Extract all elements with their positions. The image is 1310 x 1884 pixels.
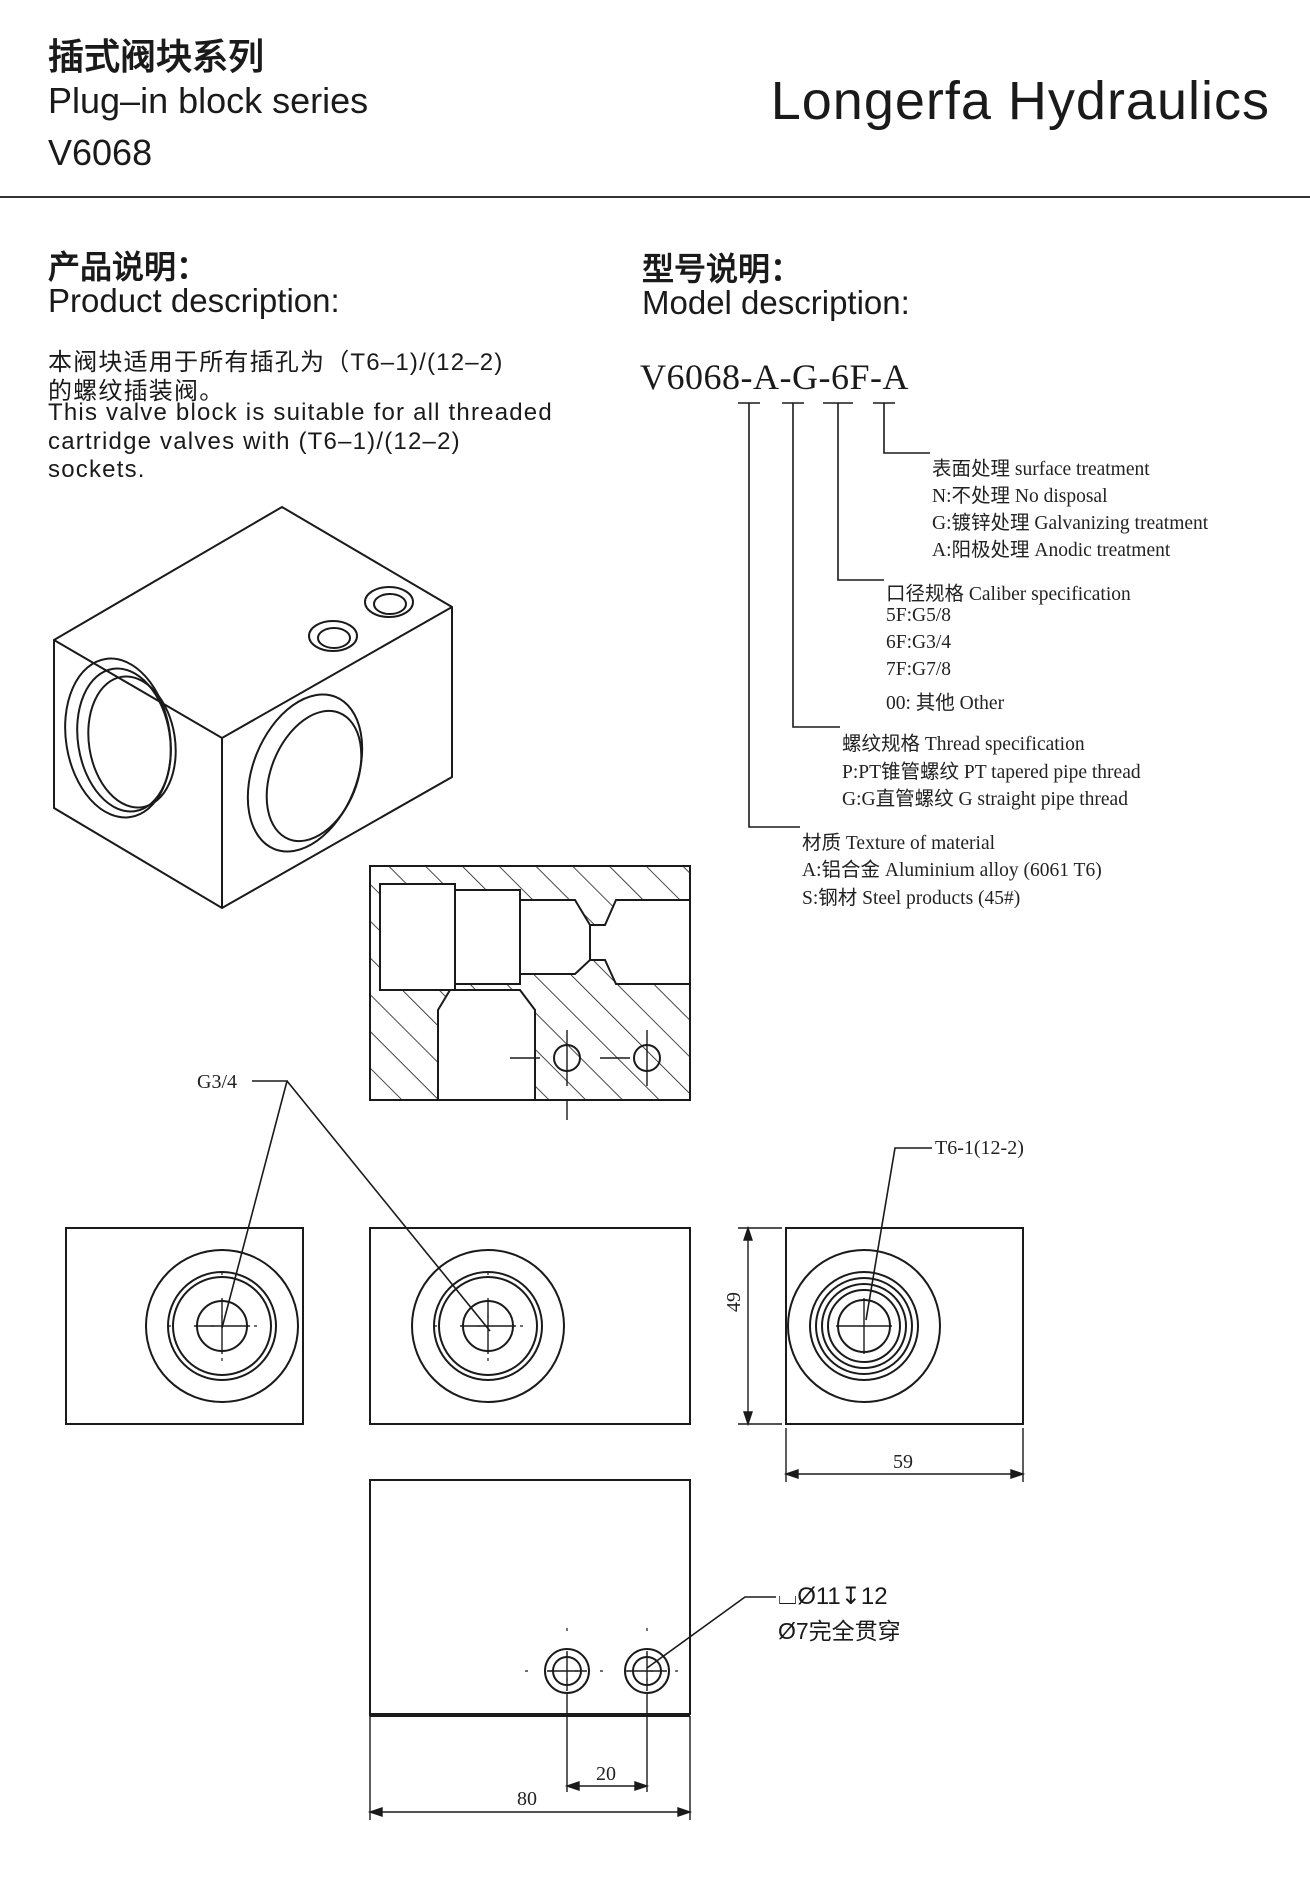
hole-through-label: Ø7完全贯穿 bbox=[778, 1618, 901, 1644]
surface-treatment-option: A:阳极处理 Anodic treatment bbox=[932, 540, 1171, 561]
hole-spacing-dimension-lines bbox=[564, 1694, 650, 1792]
model-code: V6068-A-G-6F-A bbox=[640, 357, 909, 397]
length-dimension: 80 bbox=[517, 1788, 537, 1810]
isometric-block bbox=[53, 505, 453, 910]
caliber-option: 6F:G3/4 bbox=[886, 632, 952, 653]
width-dimension-lines bbox=[783, 1428, 1026, 1482]
title-cn: 插式阀块系列 bbox=[48, 36, 265, 77]
model-description-heading-cn: 型号说明： bbox=[642, 251, 803, 287]
product-description-heading-en: Product description: bbox=[48, 282, 340, 319]
end-view-right bbox=[785, 1147, 1024, 1425]
end-view-left bbox=[65, 1227, 304, 1425]
cavity-label: T6-1(12-2) bbox=[935, 1137, 1024, 1159]
thread-title: 螺纹规格 Thread specification bbox=[842, 734, 1085, 755]
port-thread-label: G3/4 bbox=[197, 1071, 237, 1093]
caliber-title: 口径规格 Caliber specification bbox=[886, 584, 1131, 605]
width-dimension: 59 bbox=[893, 1451, 913, 1473]
surface-treatment-option: N:不处理 No disposal bbox=[932, 486, 1108, 507]
material-option: S:钢材 Steel products (45#) bbox=[802, 888, 1021, 909]
product-description-line: This valve block is suitable for all thr… bbox=[48, 399, 553, 426]
surface-treatment-option: G:镀锌处理 Galvanizing treatment bbox=[932, 513, 1209, 534]
product-description-line: 的螺纹插装阀。 bbox=[48, 378, 225, 405]
section-view bbox=[369, 865, 691, 1120]
caliber-option: 7F:G7/8 bbox=[886, 659, 952, 680]
model-number: V6068 bbox=[48, 132, 153, 173]
header-divider bbox=[0, 196, 1310, 198]
thread-option: G:G直管螺纹 G straight pipe thread bbox=[842, 789, 1128, 810]
thread-option: P:PT锥管螺纹 PT tapered pipe thread bbox=[842, 762, 1141, 783]
length-dimension-lines bbox=[367, 1716, 693, 1820]
end-view-middle bbox=[369, 1227, 691, 1425]
hole-spacing-dimension: 20 bbox=[596, 1763, 616, 1785]
material-title: 材质 Texture of material bbox=[802, 833, 996, 854]
title-en: Plug–in block series bbox=[48, 80, 369, 121]
top-view bbox=[369, 1479, 776, 1717]
hole-counterbore-label: ⌴Ø11↧12 bbox=[778, 1583, 888, 1610]
material-option: A:铝合金 Aluminium alloy (6061 T6) bbox=[802, 860, 1102, 881]
product-description-line: 本阀块适用于所有插孔为（T6–1)/(12–2) bbox=[48, 349, 504, 376]
product-description-line: sockets. bbox=[48, 456, 146, 483]
caliber-option: 00: 其他 Other bbox=[886, 693, 1005, 714]
caliber-option: 5F:G5/8 bbox=[886, 605, 952, 626]
model-code-leaders bbox=[738, 402, 930, 828]
model-description-heading-en: Model description: bbox=[642, 284, 910, 321]
brand-name: Longerfa Hydraulics bbox=[770, 71, 1270, 131]
product-description-line: cartridge valves with (T6–1)/(12–2) bbox=[48, 428, 461, 455]
product-description-heading-cn: 产品说明： bbox=[48, 249, 209, 285]
height-dimension-lines bbox=[738, 1225, 782, 1427]
port-thread-leaders bbox=[221, 1080, 491, 1332]
surface-treatment-title: 表面处理 surface treatment bbox=[932, 459, 1150, 480]
